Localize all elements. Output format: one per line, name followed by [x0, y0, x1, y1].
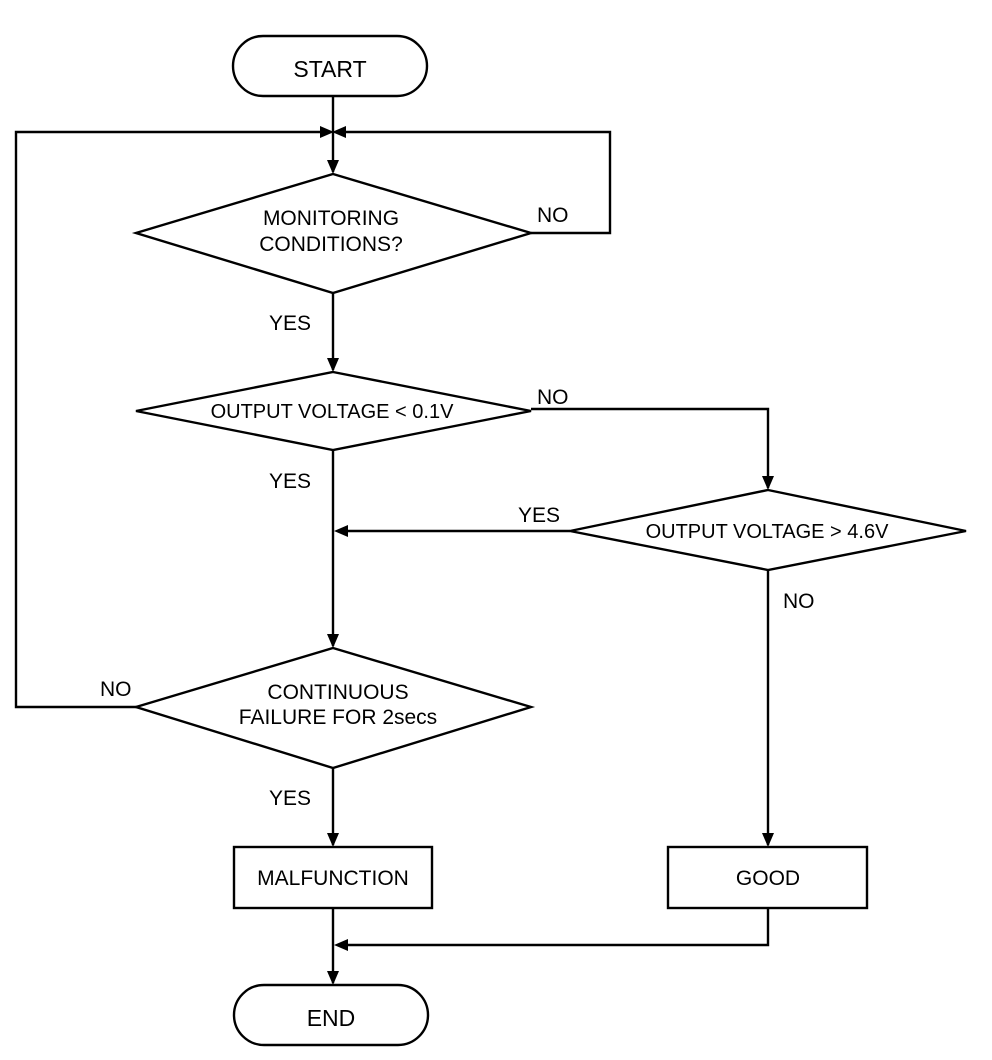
arrowhead-into-good	[762, 833, 774, 847]
monitoring-label-line2: CONDITIONS?	[259, 233, 403, 256]
connector-continuous-no-loop	[14, 130, 326, 709]
output-voltage-high-decision: OUTPUT VOLTAGE > 4.6V	[569, 488, 967, 572]
arrowhead-good-merge	[334, 939, 348, 951]
continuous-label-line2: FAILURE FOR 2secs	[239, 706, 437, 729]
edge-label-output-high-yes: YES	[518, 504, 560, 527]
arrowhead-output-high-yes	[334, 525, 348, 537]
arrowhead-into-output-high	[762, 476, 774, 490]
continuous-failure-decision: CONTINUOUS FAILURE FOR 2secs	[131, 646, 536, 770]
connector-monitoring-no-loop	[340, 130, 612, 235]
arrowhead-into-continuous	[327, 634, 339, 648]
end-label: END	[307, 1005, 356, 1031]
monitoring-conditions-decision: MONITORING CONDITIONS?	[131, 172, 536, 295]
arrowhead-left-loop	[320, 126, 334, 138]
edge-label-continuous-no: NO	[100, 678, 132, 701]
end-terminal: END	[232, 983, 430, 1047]
good-box: GOOD	[666, 845, 869, 910]
edge-label-output-low-yes: YES	[269, 470, 311, 493]
edge-label-output-low-no: NO	[537, 386, 569, 409]
edge-label-output-high-no: NO	[783, 590, 815, 613]
arrowhead-into-end	[327, 971, 339, 985]
start-label: START	[293, 56, 366, 82]
malfunction-box: MALFUNCTION	[232, 845, 434, 910]
arrowhead-into-output-low	[327, 358, 339, 372]
arrowhead-into-monitoring	[327, 160, 339, 174]
edge-label-monitoring-no: NO	[537, 204, 569, 227]
arrowhead-right-loop	[332, 126, 346, 138]
edge-label-monitoring-yes: YES	[269, 312, 311, 335]
edge-label-continuous-yes: YES	[269, 787, 311, 810]
good-label: GOOD	[736, 867, 800, 890]
connector-output-low-no	[531, 407, 770, 488]
malfunction-label: MALFUNCTION	[257, 867, 409, 890]
monitoring-label-line1: MONITORING	[263, 207, 399, 230]
arrowhead-into-malfunction	[327, 833, 339, 847]
connector-good-to-end	[342, 908, 770, 947]
output-voltage-low-decision: OUTPUT VOLTAGE < 0.1V	[135, 370, 532, 452]
output-high-label: OUTPUT VOLTAGE > 4.6V	[646, 521, 890, 543]
continuous-label-line1: CONTINUOUS	[267, 681, 408, 704]
output-low-label: OUTPUT VOLTAGE < 0.1V	[211, 401, 455, 423]
start-terminal: START	[231, 34, 429, 98]
